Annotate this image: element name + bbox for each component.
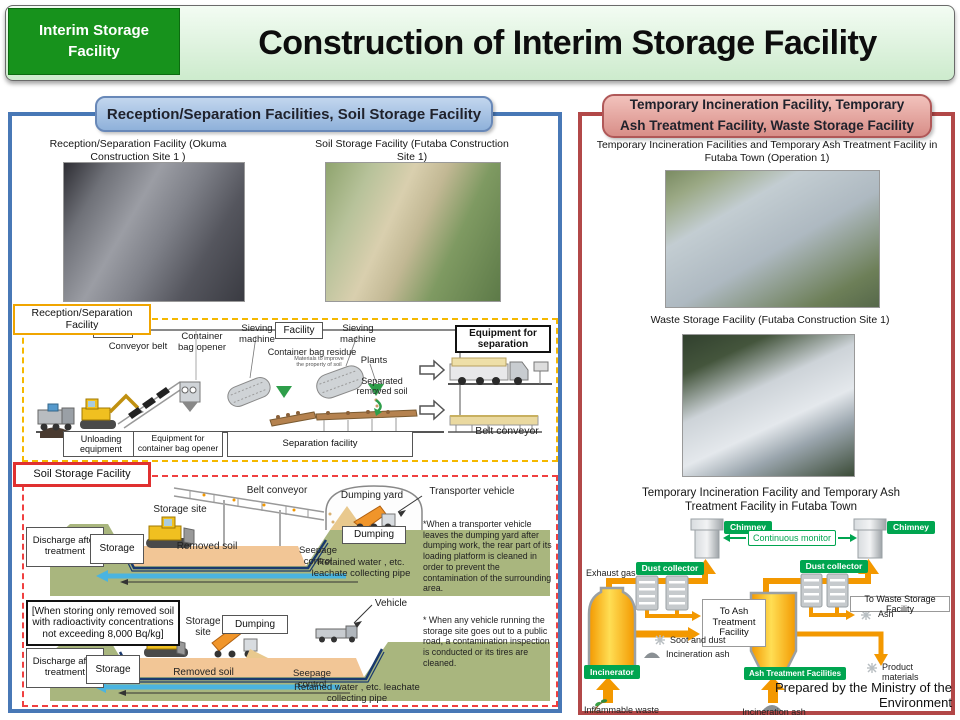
label-incineration-ash-bottom: Incineration ash — [742, 707, 806, 717]
label-dumping-yard: Dumping yard — [340, 490, 404, 501]
left-photo2-caption: Soil Storage Facility (Futaba Constructi… — [315, 138, 509, 163]
label-materials-note: Materials to improve the property of soi… — [294, 356, 344, 369]
label-belt-conveyor: Belt conveyor — [475, 425, 539, 437]
credit: Prepared by the Ministry of the Environm… — [774, 680, 952, 710]
label-incinerator: Incinerator — [584, 665, 640, 679]
label-retained-top: Retained water , etc. leachate collectin… — [311, 557, 411, 579]
label-soot-and-dust: Soot and dust — [670, 635, 726, 645]
reception-diagram-art — [36, 329, 552, 438]
label-to-ash-treatment: To Ash Treatment Facility — [702, 599, 766, 647]
note-transporter: *When a transporter vehicle leaves the d… — [423, 519, 552, 594]
label-unloading-equipment: Unloading equipment — [63, 431, 139, 457]
label-inflammable-waste: Inflammable waste — [584, 705, 660, 715]
label-exhaust-gas: Exhaust gas — [586, 568, 636, 578]
label-plants: Plants — [360, 355, 388, 366]
left-section-title: Reception/Separation Facilities, Soil St… — [95, 96, 493, 132]
left-panel: Reception/Separation Facility (Okuma Con… — [8, 112, 562, 713]
header-badge: Interim Storage Facility — [8, 8, 180, 75]
label-ash: Ash — [878, 609, 894, 619]
label-separation-facility: Separation facility — [227, 431, 413, 457]
label-removed-soil-top: Removed soil — [176, 541, 238, 552]
label-dust-collector-2: Dust collector — [800, 560, 868, 573]
photo-reception-facility — [63, 162, 245, 302]
photo-waste-storage-facility — [682, 334, 855, 477]
flow-diagram: Exhaust gas Chimney Continuous monitor C… — [582, 518, 951, 717]
right-photo2-caption: Waste Storage Facility (Futaba Construct… — [650, 314, 890, 326]
label-sieving-machine-1: Sieving machine — [239, 323, 275, 345]
label-ash-treatment-facilities: Ash Treatment Facilities — [744, 667, 846, 680]
label-storage-site-bottom: Storage site — [185, 616, 221, 639]
reception-diagram: Roof Conveyor belt Container bag opener … — [22, 318, 558, 462]
soil-bottom-art — [50, 604, 550, 701]
label-facility: Facility — [275, 322, 323, 339]
flow-diagram-caption: Temporary Incineration Facility and Temp… — [641, 487, 900, 513]
label-condition-8000bq: [When storing only removed soil with rad… — [26, 600, 180, 646]
right-section-title: Temporary Incineration Facility, Tempora… — [602, 94, 932, 138]
photo-incineration-facility — [665, 170, 880, 308]
left-photo1-caption: Reception/Separation Facility (Okuma Con… — [49, 138, 227, 163]
label-separated-removed-soil: Separated removed soil — [356, 376, 408, 397]
right-panel: Temporary Incineration Facilities and Te… — [578, 112, 955, 717]
label-container-bag-residue: Container bag residue — [267, 347, 357, 357]
page-title: Construction of Interim Storage Facility — [258, 23, 877, 62]
soil-diagram: Belt conveyor Storage site Dumping yard … — [22, 475, 558, 707]
right-photo1-caption: Temporary Incineration Facilities and Te… — [596, 139, 938, 164]
header-badge-label: Interim Storage Facility — [38, 22, 150, 60]
label-vehicle: Vehicle — [374, 598, 408, 609]
photo-soil-storage-site — [325, 162, 501, 302]
label-storage-site: Storage site — [153, 504, 207, 515]
label-incineration-ash-mid: Incineration ash — [666, 649, 730, 659]
label-retained-bottom: Retained water , etc. leachate collectin… — [294, 682, 420, 704]
label-to-waste-storage: To Waste Storage Facility — [850, 594, 950, 614]
label-seepage-top: Seepage control — [298, 545, 338, 567]
label-soil-belt-conveyor: Belt conveyor — [246, 485, 308, 496]
note-vehicle-inspection: * When any vehicle running the storage s… — [423, 615, 550, 668]
soil-diagram-title: Soil Storage Facility — [13, 462, 151, 487]
label-removed-soil-bottom: Removed soil — [173, 667, 234, 678]
soil-top-art — [50, 485, 550, 596]
label-product-materials: Product materials — [882, 662, 919, 683]
label-dumping-top: Dumping — [342, 526, 406, 544]
label-conveyor-belt: Conveyor belt — [108, 341, 168, 352]
label-container-bag-opener: Container bag opener — [177, 331, 227, 353]
label-transporter-vehicle: Transporter vehicle — [429, 486, 515, 497]
label-equipment-container-bag-opener: Equipment for container bag opener — [133, 431, 223, 457]
label-seepage-bottom: Seepage control — [292, 668, 332, 690]
label-dumping-bottom: Dumping — [222, 615, 288, 634]
continuous-monitor-box: Continuous monitor — [748, 530, 836, 546]
label-storage-bottom: Storage — [86, 655, 140, 684]
label-sieving-machine-2: Sieving machine — [340, 323, 376, 345]
label-equipment-for-separation: Equipment for separation — [455, 325, 551, 353]
label-chimney-2: Chimney — [887, 521, 935, 534]
label-storage-top: Storage — [90, 534, 144, 564]
label-dust-collector-1: Dust collector — [636, 562, 704, 575]
reception-diagram-title: Reception/Separation Facility — [13, 304, 151, 335]
